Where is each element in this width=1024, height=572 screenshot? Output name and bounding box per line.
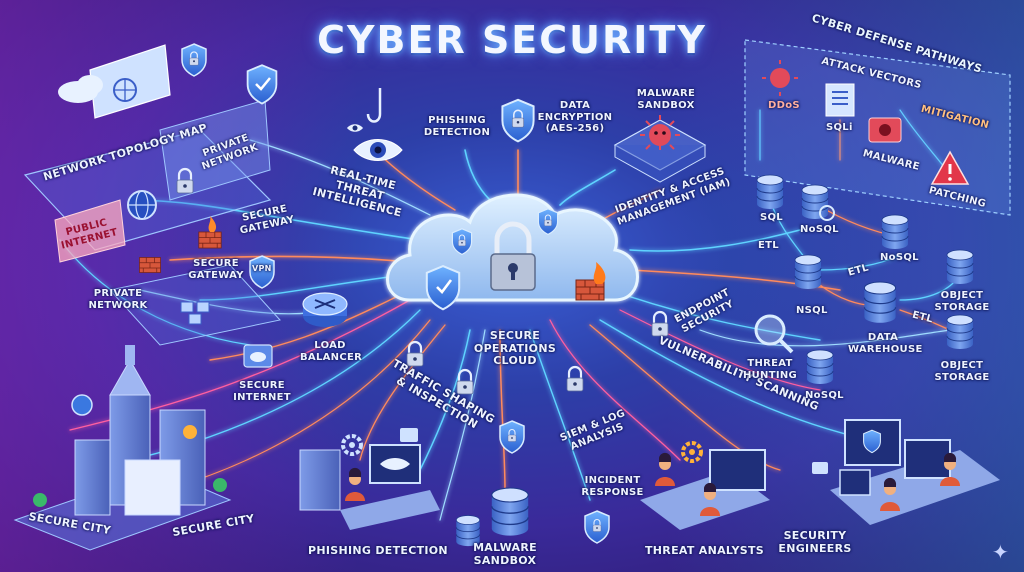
label-nosql-3: NoSQL: [805, 390, 844, 402]
label-data-warehouse: DATA WAREHOUSE: [848, 332, 918, 355]
label-malware-sandbox-bottom: MALWARE SANDBOX: [470, 542, 540, 567]
threat-analysts-desk: [640, 443, 770, 530]
eye-icon: [354, 140, 402, 161]
padlock-icon: [567, 367, 583, 391]
label-sqli: SQLi: [826, 122, 853, 134]
sparkle-icon: ✦: [992, 540, 1009, 564]
database-icon: [882, 215, 908, 249]
cloud-icon: [244, 345, 272, 367]
shield-lock-icon: [585, 511, 609, 543]
database-icon: [947, 315, 973, 349]
label-data-encryption: DATA ENCRYPTION (AES-256): [535, 100, 615, 135]
label-security-engineers: SECURITY ENGINEERS: [775, 530, 855, 555]
database-icon: [802, 185, 828, 219]
database-icon: [795, 255, 821, 289]
database-icon: [947, 250, 973, 284]
cloud-check-shield-icon: [427, 266, 459, 309]
label-secure-gateway-mid: SECURE GATEWAY: [186, 258, 246, 281]
label-secure-operations-cloud: SECURE OPERATIONS CLOUD: [470, 330, 560, 368]
label-malware-sandbox-top: MALWARE SANDBOX: [636, 88, 696, 111]
database-icon: [757, 175, 783, 209]
label-vpn: VPN: [252, 264, 272, 273]
label-nsql: NSQL: [796, 305, 828, 317]
label-incident-response: INCIDENT RESPONSE: [580, 475, 645, 498]
label-phishing-detection-top: PHISHING DETECTION: [422, 115, 492, 138]
label-threat-hunting: THREAT HUNTING: [740, 358, 800, 381]
label-threat-analysts: THREAT ANALYSTS: [645, 545, 764, 558]
label-nosql-2: NoSQL: [880, 252, 919, 264]
phishing-hook-icon: [368, 88, 380, 122]
database-stack-icon: [492, 488, 528, 536]
label-load-balancer: LOAD BALANCER: [300, 340, 360, 363]
padlock-icon: [457, 370, 473, 394]
label-secure-internet: SECURE INTERNET: [232, 380, 292, 403]
malware-bug-icon: [869, 118, 901, 142]
encryption-shield-icon: [502, 100, 533, 142]
label-private-network-bottom: PRIVATE NETWORK: [88, 288, 148, 311]
gear-icon: [343, 436, 361, 454]
label-phishing-detection-bottom: PHISHING DETECTION: [308, 545, 448, 558]
label-nosql-1: NoSQL: [800, 224, 839, 236]
router-icon: [303, 293, 347, 327]
malware-sandbox-icon: [615, 115, 705, 182]
sql-injection-icon: [826, 84, 854, 116]
security-engineers-desk: [812, 420, 1000, 525]
firewall-icon: [199, 216, 221, 248]
globe-icon: [128, 191, 156, 219]
label-ddos: DDoS: [768, 100, 800, 112]
label-etl-1: ETL: [758, 240, 779, 252]
gear-icon: [683, 443, 701, 461]
database-icon: [807, 350, 833, 384]
padlock-icon: [407, 342, 423, 366]
checkmark-shield-icon: [248, 65, 277, 103]
eye-small-icon: [347, 124, 363, 132]
label-sql: SQL: [760, 212, 783, 224]
padlock-icon: [652, 312, 668, 336]
label-object-storage-2: OBJECT STORAGE: [932, 360, 992, 383]
database-icon: [864, 282, 895, 323]
phishing-workstation: [300, 428, 440, 530]
firewall-icon: [140, 258, 161, 273]
label-object-storage-1: OBJECT STORAGE: [932, 290, 992, 313]
